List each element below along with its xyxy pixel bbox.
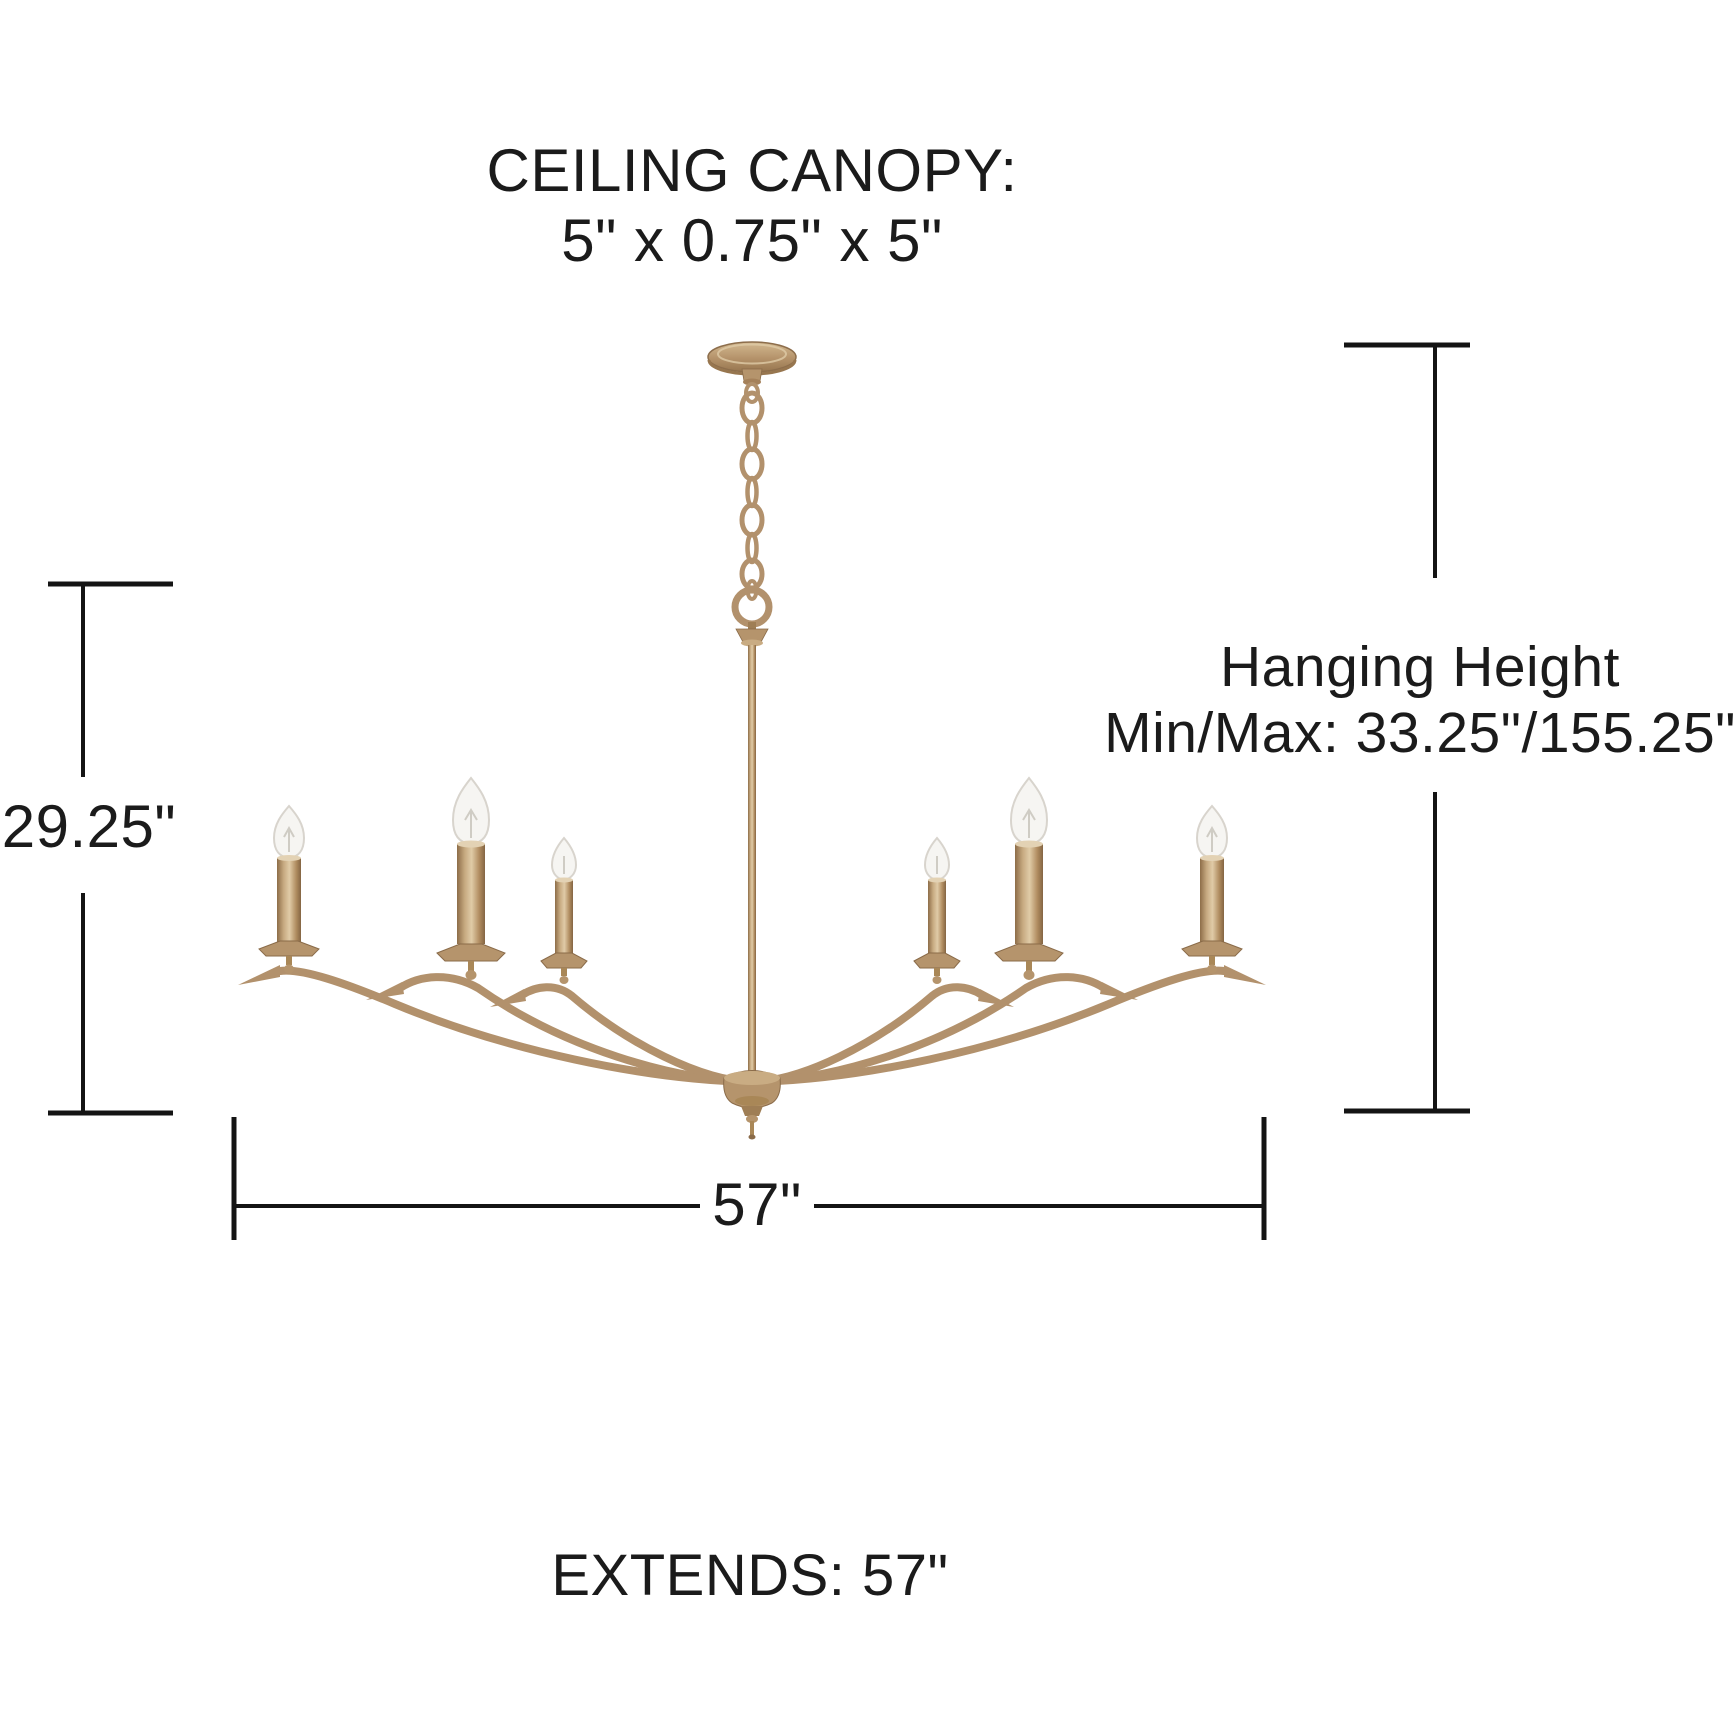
candle-sleeve (555, 880, 573, 954)
candle-sleeve (1015, 844, 1043, 944)
canopy-size-label-line1: CEILING CANOPY: (486, 137, 1018, 204)
fixture-height-dimension-line (48, 581, 173, 1116)
bobeche (994, 943, 1064, 962)
canopy-size-label-line2: 5" x 0.75" x 5" (561, 207, 943, 274)
downrod (748, 645, 756, 1083)
bobeche (436, 943, 506, 962)
ceiling-canopy (707, 341, 797, 386)
candle-sleeve (277, 858, 301, 942)
hanging-chain (739, 382, 765, 601)
candle-sleeve (1200, 858, 1224, 942)
center-hub (723, 1070, 781, 1140)
bobeche (1181, 940, 1243, 957)
hanging-height-dimension-line (1344, 342, 1470, 1114)
candle-6 (1181, 804, 1243, 974)
hanging-height-label: Hanging Height Min/Max: 33.25"/155.25" (1104, 634, 1736, 766)
arm-left-middle (396, 973, 756, 1086)
fixture-width-dimension-line (231, 1117, 1267, 1240)
candle-sleeve (928, 880, 946, 954)
bobeche (913, 952, 961, 969)
candle-4 (913, 836, 961, 984)
arm-left-outer (276, 966, 756, 1086)
loop-ring (731, 586, 773, 647)
bobeche (540, 952, 588, 969)
arm-right-outer (748, 966, 1228, 1086)
hanging-height-label-line1: Hanging Height (1220, 635, 1620, 699)
candle-sleeve (457, 844, 485, 944)
arm-tips (238, 965, 1266, 1007)
candle-5 (994, 776, 1064, 980)
hanging-height-label-line2: Min/Max: 33.25"/155.25" (1104, 701, 1736, 765)
arm-left-inner (518, 983, 756, 1086)
canopy-size-label: CEILING CANOPY: 5" x 0.75" x 5" (487, 136, 1018, 276)
extends-label: EXTENDS: 57" (551, 1543, 949, 1608)
arms (276, 966, 1228, 1086)
dimension-lines (48, 342, 1470, 1240)
fixture-height-value: 29.25" (1, 793, 177, 860)
candle-1 (258, 804, 320, 974)
candle-2 (436, 776, 506, 980)
bobeche (258, 940, 320, 957)
candle-3 (540, 836, 588, 984)
chandelier-illustration (238, 341, 1266, 1140)
fixture-width-value: 57" (712, 1171, 802, 1238)
